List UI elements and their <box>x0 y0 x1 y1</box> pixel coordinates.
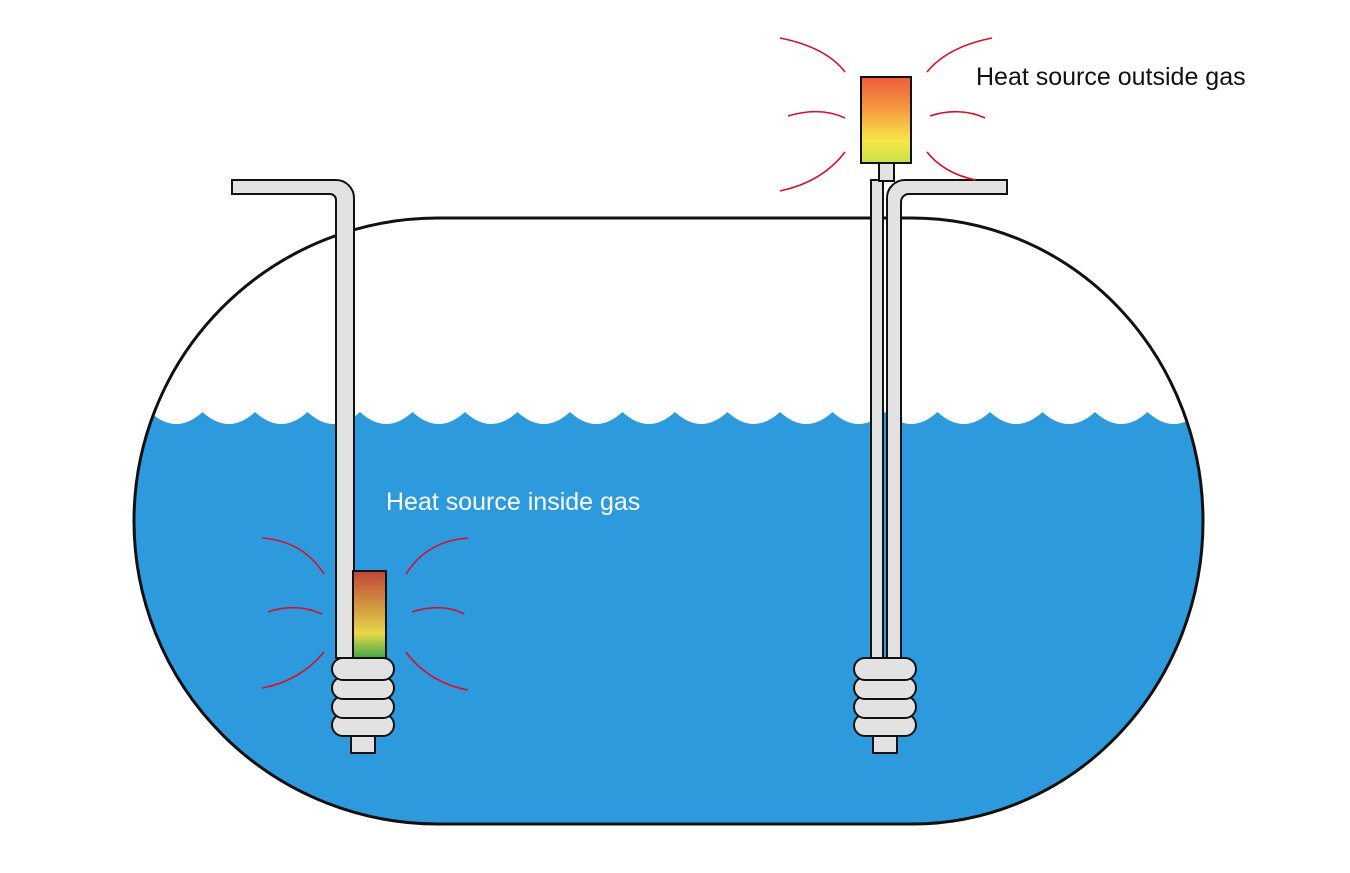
heat-waves-inside <box>261 537 469 691</box>
heater-outside <box>860 76 912 164</box>
probe-outside-tip <box>872 734 898 754</box>
probe-outside <box>779 37 1008 754</box>
liquid <box>134 412 1203 824</box>
heater-outside-stem <box>878 162 895 182</box>
probe-inside-tube <box>231 179 355 659</box>
probe-inside-coil <box>331 657 395 737</box>
heater-inside <box>352 570 387 659</box>
probe-outside-coil <box>853 657 917 737</box>
heat-source-inside-label: Heat source inside gas <box>386 488 641 516</box>
probe-outside-tube-left <box>870 179 884 659</box>
probe-inside <box>231 179 469 754</box>
heat-source-outside-label: Heat source outside gas <box>976 63 1246 91</box>
tank-outline <box>132 216 1205 826</box>
probe-inside-tip <box>350 734 376 754</box>
heat-waves-outside <box>779 37 993 192</box>
